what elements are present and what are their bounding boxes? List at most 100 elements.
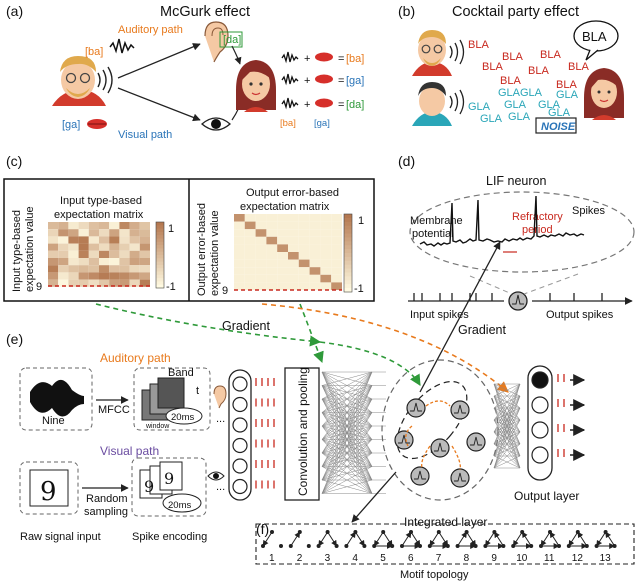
colorbar-step	[344, 272, 352, 277]
heatmap-cell	[129, 258, 140, 266]
svg-text:[ba]: [ba]	[280, 118, 296, 129]
heatmap-cell	[234, 236, 245, 245]
motif-edge	[438, 531, 449, 547]
mesh-link	[321, 371, 373, 467]
noise-box	[535, 117, 577, 134]
heatmap-cell	[309, 274, 321, 283]
svg-text:9: 9	[164, 469, 174, 488]
svg-text:Integrated layer: Integrated layer	[404, 515, 487, 529]
listener-woman-icon	[584, 68, 624, 120]
heatmap-cell	[129, 250, 140, 258]
heatmap-cell	[266, 274, 278, 283]
heatmap-cell	[109, 229, 120, 237]
mesh-link	[493, 383, 521, 397]
raw-audio-box	[19, 367, 93, 431]
heatmap-cell	[255, 229, 267, 237]
heatmap-cell	[266, 236, 278, 245]
left-colorbar	[155, 221, 165, 289]
right-matrix-title-2: expectation matrix	[240, 201, 330, 213]
motif-node	[594, 544, 599, 548]
heatmap-cell	[331, 267, 342, 275]
colorbar-step	[344, 264, 352, 270]
motif-edge	[568, 531, 579, 547]
svg-text:GLA: GLA	[520, 87, 543, 99]
motif-edge	[596, 531, 607, 547]
svg-text:=: =	[338, 53, 344, 65]
woman-face-icon	[236, 60, 276, 112]
colorbar-step	[156, 248, 164, 253]
motif-number: 3	[325, 553, 331, 564]
mesh-link	[493, 431, 521, 469]
motif-edge	[382, 531, 393, 547]
colorbar-step	[344, 249, 352, 254]
output-neuron	[531, 396, 549, 414]
audio-waveform-icon	[30, 379, 84, 417]
svg-text:Output layer: Output layer	[514, 489, 579, 503]
gradient-green-c	[299, 303, 324, 364]
heatmap-cell	[139, 243, 150, 251]
neuron-spike-glyph	[398, 434, 410, 444]
heatmap-cell	[119, 222, 130, 230]
colorbar-step	[344, 245, 352, 250]
recurrent-link	[421, 445, 431, 469]
input-neuron	[232, 458, 248, 474]
svg-text:Spike encoding: Spike encoding	[132, 531, 207, 543]
heatmap-cell	[58, 229, 69, 237]
heatmap-cell	[331, 259, 342, 268]
heatmap-cell	[234, 229, 245, 237]
heatmap-cell	[129, 272, 140, 280]
panel-d-tag: (d)	[398, 153, 415, 169]
heatmap-cell	[48, 222, 59, 230]
heatmap-cell	[119, 229, 130, 237]
motif-12: 12	[566, 530, 589, 564]
heatmap-cell	[234, 282, 245, 290]
digit-image: 9	[40, 477, 57, 507]
svg-text:BLA: BLA	[568, 61, 589, 73]
heatmap-cell	[298, 236, 310, 245]
heatmap-cell	[288, 244, 299, 252]
svg-text:Band: Band	[168, 367, 194, 379]
colorbar-step	[344, 280, 352, 285]
svg-text:BLA: BLA	[540, 49, 561, 61]
motif-edge	[540, 531, 551, 547]
mesh-link	[321, 371, 373, 481]
motif-edge	[605, 531, 616, 547]
heatmap-cell	[255, 214, 267, 222]
heatmap-cell	[119, 272, 130, 280]
colorbar-step	[156, 251, 164, 256]
motif-node	[288, 544, 293, 548]
motif-node	[316, 544, 321, 548]
motif-node	[520, 530, 525, 534]
mfcc-box	[133, 367, 211, 431]
motif-6: 6	[400, 530, 422, 564]
motif-node	[390, 544, 395, 548]
integrated-neurons	[394, 398, 486, 488]
heatmap-cell	[298, 267, 310, 275]
colorbar-step	[344, 276, 352, 281]
colorbar-step	[156, 241, 164, 246]
motif-edge	[457, 531, 468, 547]
heatmap-cell	[320, 282, 332, 290]
heatmap-cell	[109, 243, 120, 251]
visual-arrow	[117, 87, 201, 122]
panel-b: (b) Cocktail party effect BLA BLA BLA BL…	[398, 3, 624, 134]
motif-edge	[577, 531, 588, 547]
heatmap-cell	[58, 279, 69, 287]
neuron-spike-glyph	[470, 436, 482, 446]
motif-node	[334, 544, 339, 548]
heatmap-cell	[266, 229, 278, 237]
heatmap-cell	[68, 279, 79, 287]
svg-text:Visual path: Visual path	[100, 444, 159, 458]
colorbar-step	[156, 222, 164, 226]
heatmap-cell	[139, 265, 150, 273]
heatmap-cell	[99, 265, 110, 273]
heatmap-cell	[298, 214, 310, 222]
mesh-link	[321, 371, 373, 413]
svg-text:[ga]: [ga]	[314, 118, 330, 129]
heatmap-cell	[109, 258, 120, 266]
svg-text:=: =	[338, 75, 344, 87]
heatmap-cell	[288, 267, 299, 275]
input-neuron	[232, 396, 248, 413]
heatmap-cell	[99, 236, 110, 244]
colorbar-step	[344, 214, 352, 219]
